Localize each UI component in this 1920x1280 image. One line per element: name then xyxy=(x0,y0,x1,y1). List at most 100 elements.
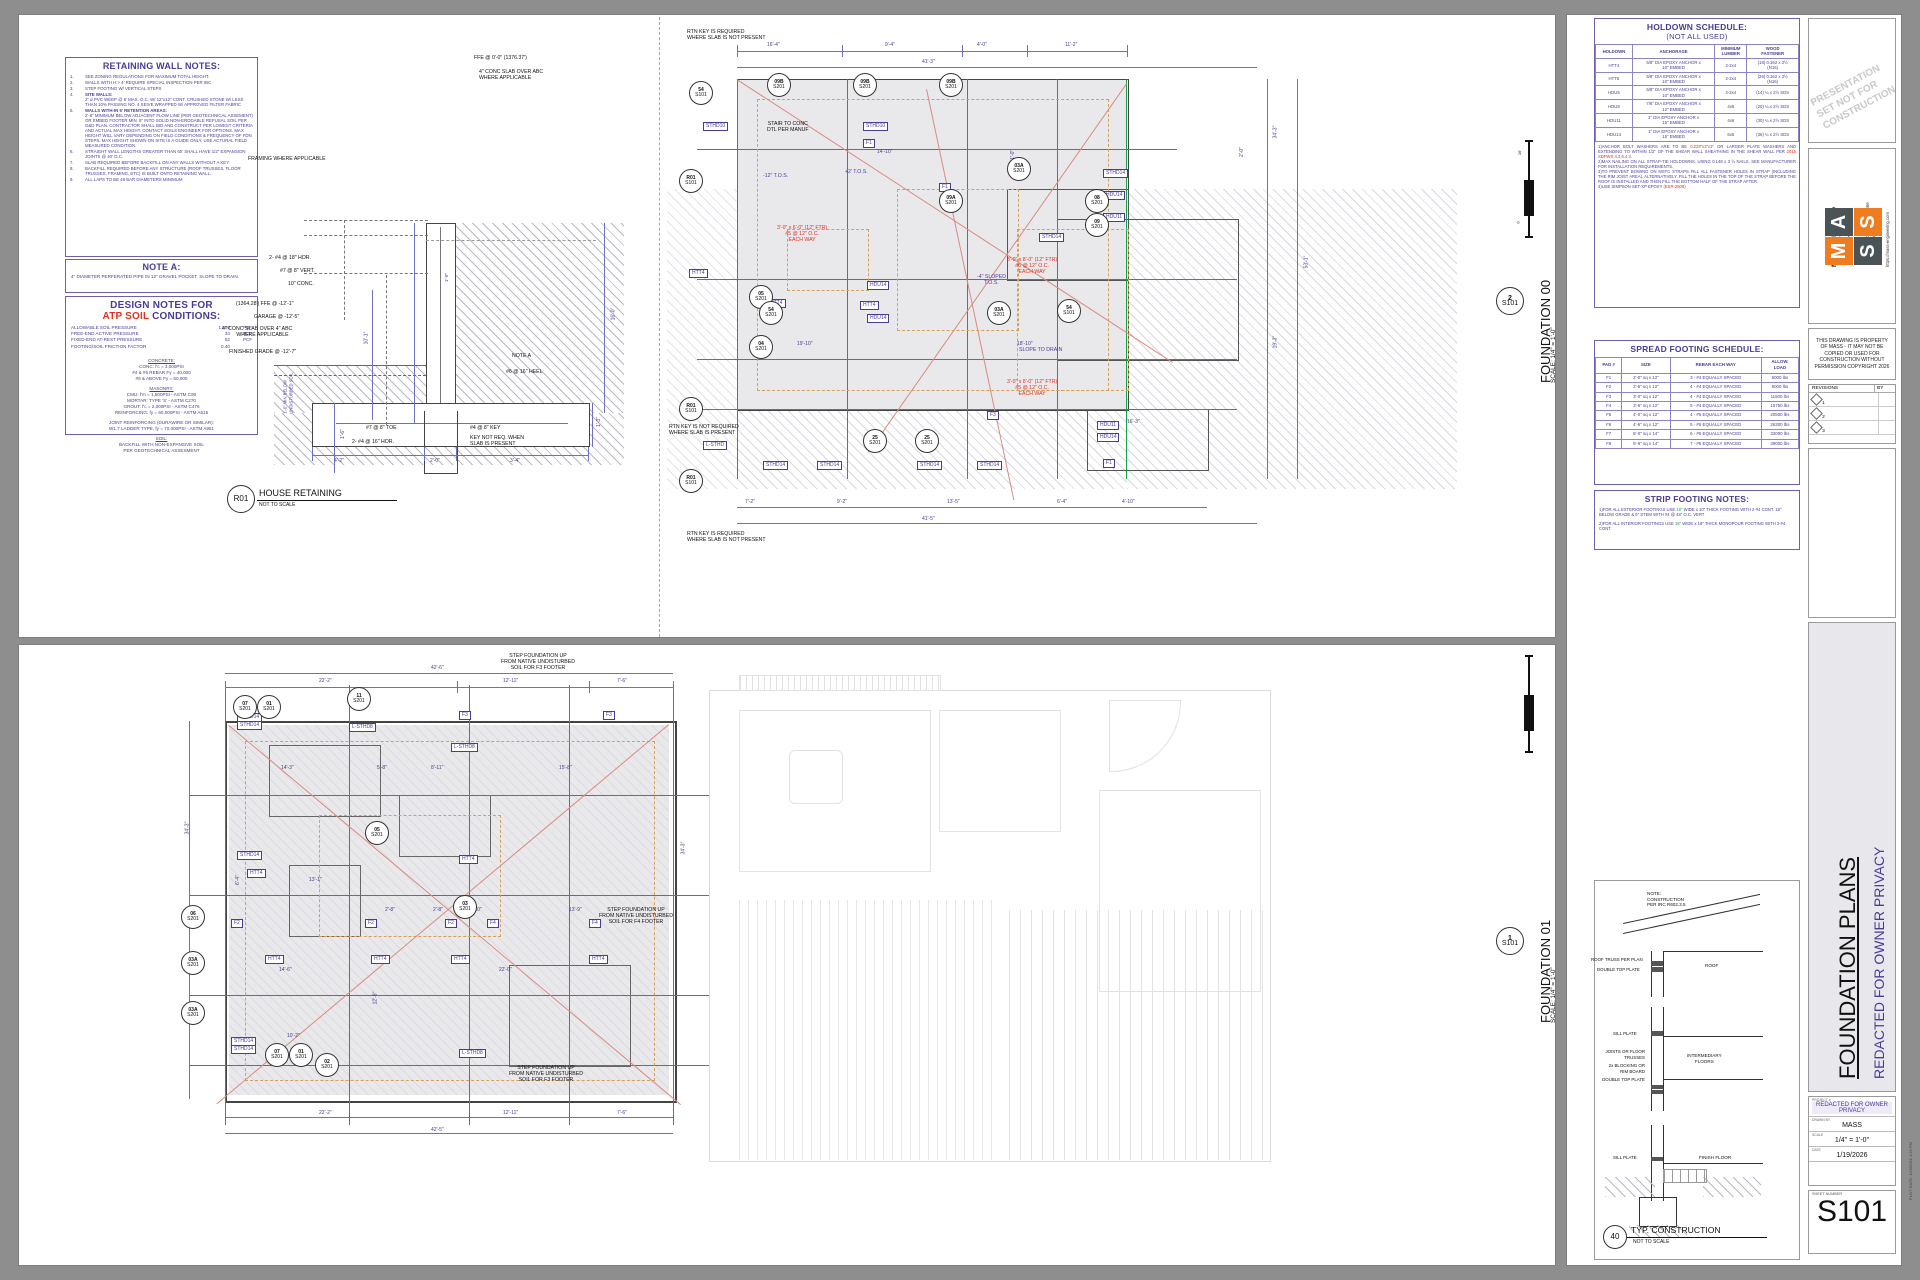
fnd01-note-f3-top: STEP FOUNDATION UP FROM NATIVE UNDISTURB… xyxy=(501,653,575,672)
masonry-heading: MASONRY: xyxy=(149,385,174,391)
spread-load: 15750 lbs xyxy=(1760,401,1800,412)
fnd00-note-top: RTN KEY IS REQUIRED WHERE SLAB IS NOT PR… xyxy=(687,29,766,42)
detail-40-label-joists: JOISTS OR FLOOR TRUSSES xyxy=(1605,1049,1645,1061)
tag-sthd14-e: STHD14 xyxy=(917,461,943,470)
tag-sthd10-b: STHD10 xyxy=(863,122,889,131)
spread-header: REBAR EACH WAY xyxy=(1669,357,1762,374)
spread-pad: F5 xyxy=(1594,410,1623,421)
design-param-row: FREE-END ACTIVE PRESSURE 34 PCF xyxy=(71,331,252,337)
logo-letter-s2: S xyxy=(1854,208,1882,236)
r01-label-framing: FRAMING WHERE APPLICABLE xyxy=(248,156,326,162)
fnd00-note-left: RTN KEY IS NOT REQUIRED WHERE SLAB IS PR… xyxy=(669,424,739,437)
tag-htt4-c: HTT4 xyxy=(860,301,879,310)
spread-size: 5'-0" sq x 14" xyxy=(1621,429,1671,440)
detail-r01-mark: R01 xyxy=(233,494,249,504)
foundation-00-bubble: 2 S101 xyxy=(1496,287,1524,315)
sheet-number: S101 xyxy=(1816,1195,1888,1228)
f01-tag-f2-c: F2 xyxy=(445,919,457,928)
spread-size: 2'-6" sq x 12" xyxy=(1621,382,1671,393)
note-number: 6. xyxy=(70,149,74,154)
tag-f1-c: F1 xyxy=(1103,459,1115,468)
holdown-lumber: 2-2x4 xyxy=(1714,85,1748,101)
fnd00-note-tos-sloped: -4" SLOPED T.O.S. xyxy=(977,274,1006,287)
design-param-unit: PCF xyxy=(242,331,252,337)
note-text: STEP FOOTING W/ VERTICAL STEPS xyxy=(85,86,162,91)
f01-tag-lsthd8-c: L-STHD8 xyxy=(459,1049,486,1058)
detail-40-title: TYP. CONSTRUCTION xyxy=(1631,1225,1721,1235)
holdown-fastener: (18) 0.162 x 2½(N16) xyxy=(1746,57,1799,73)
spread-rebar: 5 - #5 EQUALLY SPACED xyxy=(1669,419,1762,431)
r01-label-toe: #7 @ 8" TOE xyxy=(366,425,397,431)
fnd00-note-bottom: RTN KEY IS REQUIRED WHERE SLAB IS NOT PR… xyxy=(687,531,766,544)
field-label: DRAWN BY xyxy=(1812,1118,1831,1122)
revision-row[interactable]: 2 xyxy=(1809,406,1895,421)
foundation-01-scalebar xyxy=(1515,655,1537,755)
holdown-note: 3)TO PREVENT BOWING ON MSTC STRAPS FILL … xyxy=(1598,169,1796,185)
note-a-title: NOTE A: xyxy=(142,262,181,272)
company-block: MECHANICAL AND STRUCTURAL SYSTEMS 2036 N… xyxy=(1808,148,1896,324)
retaining-wall-notes-title: RETAINING WALL NOTES: xyxy=(102,61,221,71)
spread-load: 11500 lbs xyxy=(1760,391,1800,403)
detail-40-label-finishfloor: FINISH FLOOR xyxy=(1699,1155,1732,1160)
note-text: SITE WALLS:2" ø PVC WEEP @ 6' MAX. O.C. … xyxy=(85,92,244,107)
detail-40-bubble: 40 xyxy=(1603,1225,1627,1249)
revision-row[interactable]: 1 xyxy=(1809,392,1895,407)
note-text: ALL LAPS TO BE 48 BAR DIAMETERS MINIMUM xyxy=(85,177,183,182)
logo-letter-m: M xyxy=(1825,237,1853,265)
holdown-id: HTT4 xyxy=(1595,57,1633,73)
holdown-fastener: (20) ¼ x 2½ SDS xyxy=(1746,99,1799,115)
strip-footing-notes-title: STRIP FOOTING NOTES: xyxy=(1644,494,1750,504)
tag-f1-a: F1 xyxy=(863,139,875,148)
detail-40-label-roof: ROOF xyxy=(1705,963,1719,968)
logo-letter-s1: S xyxy=(1854,237,1882,265)
fnd01-note-f3-bot: STEP FOUNDATION UP FROM NATIVE UNDISTURB… xyxy=(509,1065,583,1084)
field-label: SCALE xyxy=(1812,1133,1824,1137)
concrete-line: #6 & ABOVE Fy = 60,000 xyxy=(135,375,188,381)
f01-tag-f4-a: F4 xyxy=(487,919,499,928)
spread-rebar: 3 - #4 EQUALLY SPACED xyxy=(1669,372,1762,384)
revision-row[interactable]: 3 xyxy=(1809,420,1895,435)
note-number: 5. xyxy=(70,108,74,113)
soil-line: PER GEOTECHNICAL ASSESMENT xyxy=(123,447,200,453)
masonry-line: MORTAR: TYPE 'S' - ASTM C270 xyxy=(127,397,196,403)
strip-footing-notes-list: 1)FOR ALL EXTERIOR FOOTINGS USE 18" WIDE… xyxy=(1595,507,1799,532)
holdown-lumber: 2-2x4 xyxy=(1714,71,1748,87)
retaining-wall-note-item: 4.SITE WALLS:2" ø PVC WEEP @ 6' MAX. O.C… xyxy=(70,92,253,107)
f01-tag-sthd14-e: STHD14 xyxy=(231,1045,257,1054)
foundation-00-sheetref: S101 xyxy=(1501,300,1519,307)
field-label: DATE xyxy=(1812,1148,1821,1152)
r01-label-below-soil: 1'-6" MIN BELOW UNDISTURBED SOIL xyxy=(282,372,294,414)
revision-rows: 1 2 3 xyxy=(1809,392,1895,435)
atp-soil-label: ATP SOIL xyxy=(102,311,150,322)
spread-rebar: 5 - #4 EQUALLY SPACED xyxy=(1669,401,1762,412)
design-param-label: FREE-END ACTIVE PRESSURE xyxy=(71,331,139,337)
retaining-wall-note-item: 5.WALLS WITH-IN 5' RETENTION AREAS:2'-6"… xyxy=(70,108,253,148)
holdown-id: HDU14 xyxy=(1595,126,1633,142)
design-param-value: 34 xyxy=(224,331,230,337)
detail-r01-drawing: 4'-2" 2'-0" 3'-4" 10'-1" 16'-0" 1'-3" 1'… xyxy=(222,35,634,505)
holdown-note: 4)USE SIMPSON SET-XP EPOXY (ESR-2508) xyxy=(1598,184,1686,190)
foundation-00-title-block: FOUNDATION 00 SCALE: 1/4" = 1'-0" xyxy=(1512,255,1557,385)
note-text: BACKFILL REQUIRED BEFORE ANY STRUCTURE (… xyxy=(85,166,241,176)
f01-tag-htt4-f: HTT4 xyxy=(589,955,608,964)
design-param-label: FOOTING/SOIL FRICTION FACTOR xyxy=(71,343,147,349)
r01-label-keynote: KEY NOT REQ. WHEN SLAB IS PRESENT xyxy=(470,435,524,448)
fnd01-note-f4: STEP FOUNDATION UP FROM NATIVE UNDISTURB… xyxy=(599,907,673,926)
